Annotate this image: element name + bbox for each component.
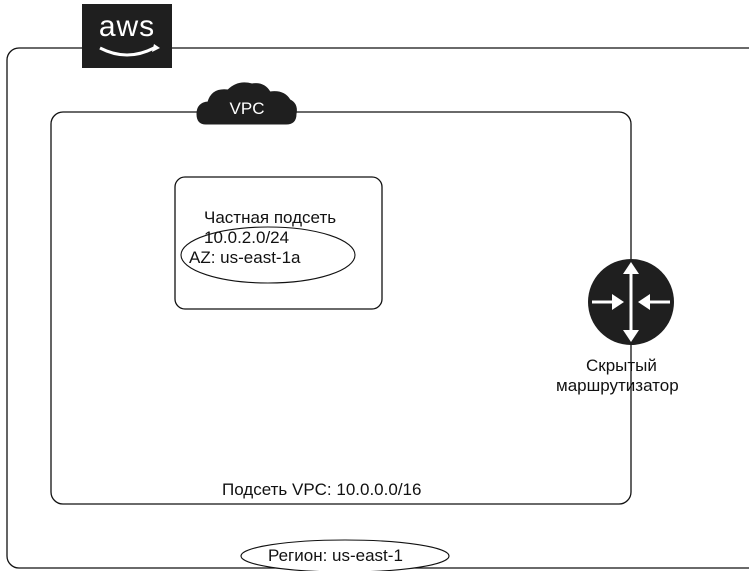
aws-smile-icon: [99, 44, 160, 57]
vpc-boundary: [50, 111, 632, 505]
router-label-line2: маршрутизатор: [556, 376, 679, 395]
vpc-cloud-icon: [196, 82, 297, 125]
subnet-cidr-ellipse: [180, 226, 356, 284]
aws-logo-text: aws: [98, 10, 156, 43]
aws-logo: aws: [82, 4, 172, 68]
vpc-badge-label: VPC: [229, 99, 265, 118]
router-icon: [588, 259, 674, 345]
subnet-title: Частная подсеть: [204, 208, 337, 227]
region-ellipse: [240, 539, 450, 571]
subnet-box: [174, 176, 383, 310]
vpc-cidr-label: Подсеть VPC: 10.0.0.0/16: [222, 480, 422, 499]
subnet-cidr: 10.0.2.0/24: [204, 228, 290, 247]
subnet-az: AZ: us-east-1a: [189, 248, 301, 267]
region-label: Регион: us-east-1: [268, 546, 403, 565]
router-label-line1: Скрытый: [586, 356, 657, 375]
